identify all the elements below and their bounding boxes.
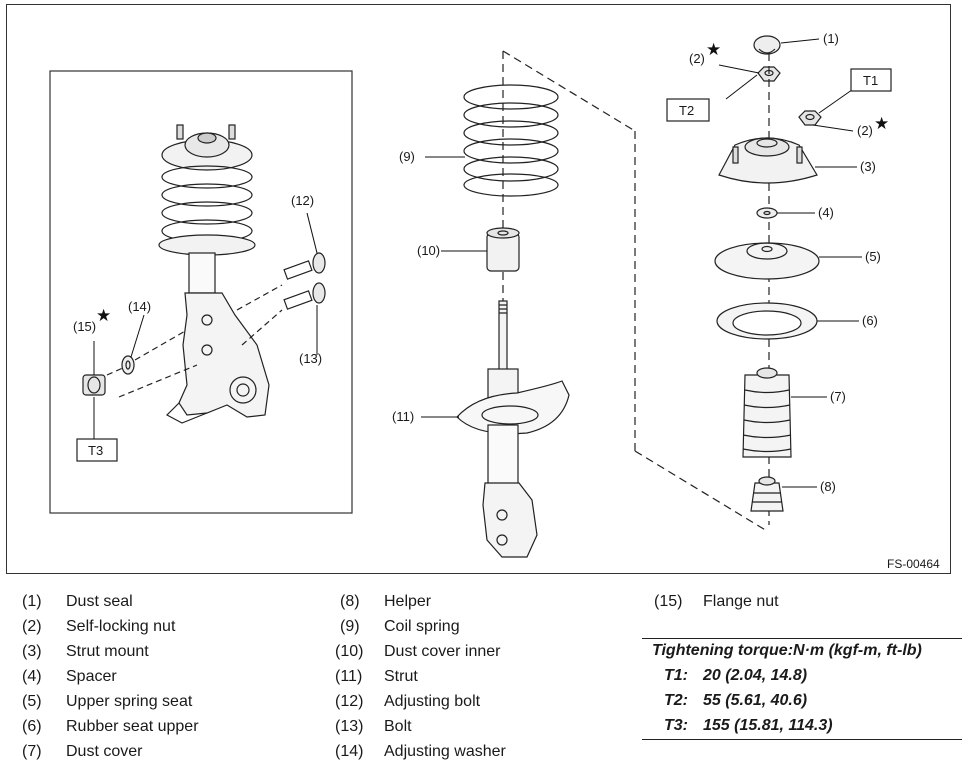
flange-nut-illustration <box>82 374 106 396</box>
star-marker-15: ★ <box>96 306 111 326</box>
legend-num: (6) <box>22 718 42 735</box>
torque-box-t2: T2 <box>666 98 710 122</box>
assembled-strut-illustration <box>158 124 270 424</box>
dust-cover-illustration <box>742 367 792 458</box>
legend-label: Dust cover <box>66 743 143 760</box>
strut-assembly-diagram: (1) (2) (2) (3) (4) (5) (6) (7) (8) (9) … <box>49 31 940 571</box>
callout-1: (1) <box>823 31 839 46</box>
legend-num: (7) <box>22 743 42 760</box>
callout-8: (8) <box>820 479 836 494</box>
rubber-seat-upper-illustration <box>716 302 818 340</box>
legend-num: (4) <box>22 668 42 685</box>
legend-num: (13) <box>335 718 364 735</box>
callout-2-left: (2) <box>689 51 705 66</box>
legend-label: Rubber seat upper <box>66 718 199 735</box>
legend-num: (15) <box>654 593 683 610</box>
legend-num: (8) <box>340 593 360 610</box>
legend-label: Dust cover inner <box>384 643 501 660</box>
callout-14: (14) <box>128 299 151 314</box>
legend-num: (12) <box>335 693 364 710</box>
torque-box-t2-label: T2 <box>679 103 694 118</box>
legend-num: (10) <box>335 643 364 660</box>
legend-label: Dust seal <box>66 593 133 610</box>
callout-15: (15) <box>73 319 96 334</box>
upper-spring-seat-illustration <box>714 242 820 280</box>
adjusting-bolt-illustration <box>283 252 326 280</box>
helper-illustration <box>750 476 784 512</box>
legend-num: (2) <box>22 618 42 635</box>
coil-spring-illustration <box>463 84 559 197</box>
legend-num: (3) <box>22 643 42 660</box>
torque-row-t2-key: T2: <box>664 692 688 709</box>
legend-label: Adjusting washer <box>384 743 506 760</box>
adjusting-washer-illustration <box>121 355 135 375</box>
legend-label: Spacer <box>66 668 117 685</box>
torque-row-t3-key: T3: <box>664 717 688 734</box>
dust-seal-illustration <box>753 35 781 55</box>
star-marker-2-left: ★ <box>706 40 721 60</box>
torque-table-bottom-rule <box>642 739 962 740</box>
legend-label: Strut mount <box>66 643 149 660</box>
spacer-illustration <box>756 207 778 219</box>
legend-label: Flange nut <box>703 593 779 610</box>
callout-3: (3) <box>860 159 876 174</box>
callout-7: (7) <box>830 389 846 404</box>
star-marker-2-right: ★ <box>874 114 889 134</box>
torque-row-t2-value: 55 (5.61, 40.6) <box>703 692 808 709</box>
strut-mount-illustration <box>718 137 818 184</box>
figure-id: FS-00464 <box>887 557 940 571</box>
torque-box-t3: T3 <box>76 438 118 462</box>
legend-num: (5) <box>22 693 42 710</box>
torque-box-t3-label: T3 <box>88 443 103 458</box>
callout-5: (5) <box>865 249 881 264</box>
torque-table-top-rule <box>642 638 962 639</box>
callout-6: (6) <box>862 313 878 328</box>
legend-label: Helper <box>384 593 432 610</box>
legend-num: (11) <box>335 668 363 685</box>
callout-2-right: (2) <box>857 123 873 138</box>
callout-12: (12) <box>291 193 314 208</box>
legend-label: Upper spring seat <box>66 693 193 710</box>
legend-num: (1) <box>22 593 42 610</box>
bolt-illustration <box>283 282 326 310</box>
dust-cover-inner-illustration <box>486 227 520 272</box>
torque-row-t1-key: T1: <box>664 667 688 684</box>
inset-frame <box>49 70 353 514</box>
callout-11: (11) <box>392 409 414 424</box>
legend-label: Strut <box>384 668 418 685</box>
torque-box-t1: T1 <box>850 68 892 92</box>
legend-label: Adjusting bolt <box>384 693 481 710</box>
torque-table-title: Tightening torque:N·m (kgf-m, ft-lb) <box>652 642 922 659</box>
exploded-diagram-frame: (1) (2) (2) (3) (4) (5) (6) (7) (8) (9) … <box>6 4 951 574</box>
torque-row-t3-value: 155 (15.81, 114.3) <box>703 717 833 734</box>
strut-illustration <box>456 300 570 558</box>
torque-box-t1-label: T1 <box>863 73 878 88</box>
callout-10: (10) <box>417 243 440 258</box>
callout-4: (4) <box>818 205 834 220</box>
legend-num: (9) <box>340 618 360 635</box>
legend-label: Coil spring <box>384 618 460 635</box>
callout-13: (13) <box>299 351 322 366</box>
legend-num: (14) <box>335 743 364 760</box>
legend-label: Self-locking nut <box>66 618 176 635</box>
callout-9: (9) <box>399 149 415 164</box>
legend-label: Bolt <box>384 718 412 735</box>
torque-row-t1-value: 20 (2.04, 14.8) <box>703 667 808 684</box>
self-locking-nut-illustration <box>757 66 822 126</box>
